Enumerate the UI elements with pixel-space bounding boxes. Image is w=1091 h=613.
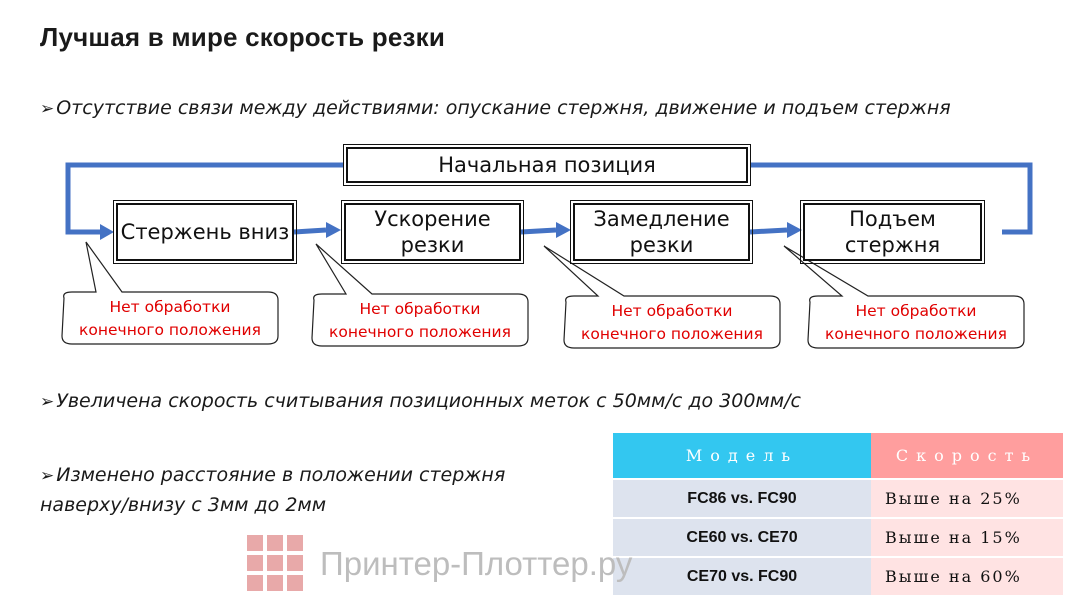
header-speed: Скорость [871,433,1063,479]
arrow-head-icon [100,224,114,240]
callout-2 [311,243,529,347]
cell-speed: Выше на 15% [871,517,1063,557]
watermark-text: Принтер-Плоттер.ру [320,545,633,582]
cell-model: CE70 vs. FC90 [613,556,871,595]
printer-plotter-logo-icon [247,535,303,591]
page-title: Лучшая в мире скорость резки [40,22,446,52]
table-row: FC86 vs. FC90 Выше на 25% [613,478,1063,518]
arrow-bullet-icon: ➢ [40,466,55,486]
bullet-text-line2: наверху/внизу с 3мм до 2мм [40,494,327,516]
arrow-head-icon [556,222,571,238]
loop-connector [65,162,1033,235]
flow-diagram [61,162,1033,349]
table-row: CE70 vs. FC90 Выше на 60% [613,556,1063,595]
speed-comparison-table: Модель Скорость FC86 vs. FC90 Выше на 25… [613,433,1063,595]
start-position-box: Начальная позиция [343,144,751,186]
cell-model: FC86 vs. FC90 [613,478,871,518]
step-rod-up-box: Подъем стержня [800,200,985,264]
bullet-text: Увеличена скорость считывания позиционны… [56,390,801,412]
cell-model: CE60 vs. CE70 [613,517,871,557]
bullet-read-speed: ➢Увеличена скорость считывания позиционн… [40,390,801,412]
table-header-row: Модель Скорость [613,433,1063,479]
arrow-bullet-icon: ➢ [40,99,55,119]
cell-speed: Выше на 25% [871,478,1063,518]
cell-speed: Выше на 60% [871,556,1063,595]
arrow-bullet-icon: ➢ [40,392,55,412]
step-rod-down-box: Стержень вниз [113,200,297,264]
callout-4 [783,245,1025,349]
step-deceleration-box: Замедление резки [570,200,753,264]
step-acceleration-box: Ускорение резки [341,200,524,264]
header-model: Модель [613,433,871,479]
arrow-3-4 [749,227,788,235]
arrow-head-icon [326,222,341,238]
arrow-2-3 [520,227,557,235]
table-row: CE60 vs. CE70 Выше на 15% [613,517,1063,557]
bullet-text: Отсутствие связи между действиями: опуск… [56,97,951,119]
arrow-head-icon [787,222,802,238]
arrow-1-2 [293,227,327,235]
callout-1 [61,241,279,345]
callouts [61,241,1025,349]
bullet-no-link: ➢Отсутствие связи между действиями: опус… [40,97,951,119]
callout-3 [543,245,781,349]
bullet-rod-distance: ➢Изменено расстояние в положении стержня… [40,461,580,520]
bullet-text-line1: Изменено расстояние в положении стержня [56,464,506,486]
